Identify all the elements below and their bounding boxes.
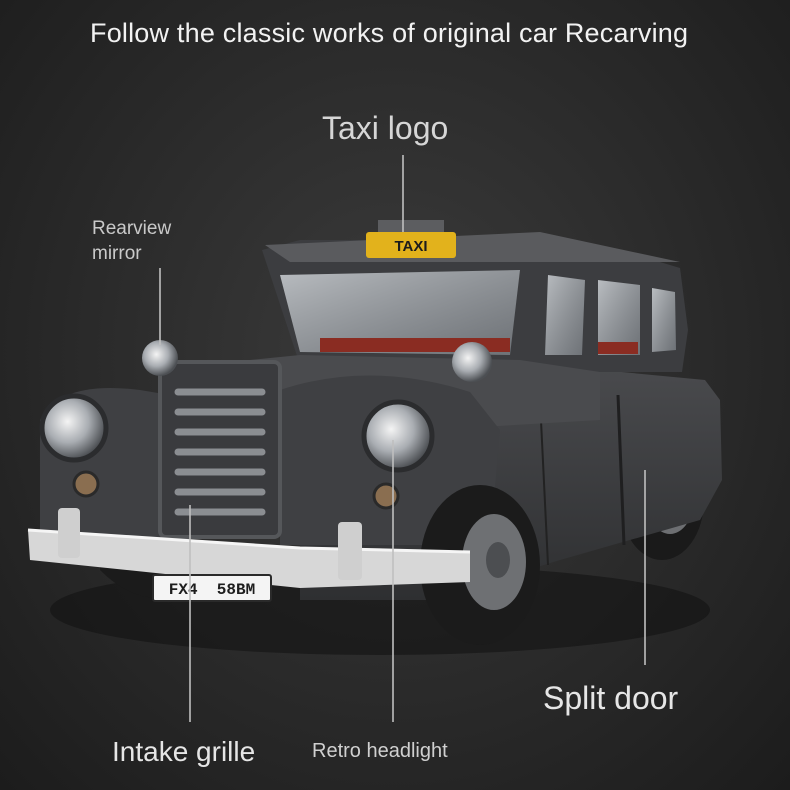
headlight-right <box>361 399 435 473</box>
split-door-seam <box>616 394 626 546</box>
rearview-mirror-right <box>452 342 492 382</box>
taxi-logo-label: Taxi logo <box>322 110 449 146</box>
bumper-highlight <box>27 528 471 554</box>
bumper-guard-right <box>338 522 362 580</box>
bumper-guard-left <box>58 508 80 558</box>
side-window-front <box>545 275 585 355</box>
headlight-left <box>39 393 109 463</box>
roof <box>265 232 680 262</box>
retro-headlight-label: Retro headlight <box>312 740 448 762</box>
interior-seat-rear <box>598 342 638 354</box>
indicator-lamp-left <box>72 470 100 498</box>
door-seam <box>539 399 549 566</box>
indicator-lamp-right <box>372 482 400 510</box>
rearview-mirror-label-line2: mirror <box>92 243 142 264</box>
rearview-mirror-label: Rearview mirror <box>92 216 202 266</box>
intake-grille <box>158 360 282 539</box>
taxi-roof-sign: TAXI <box>366 220 456 258</box>
windshield <box>280 270 520 355</box>
headline: Follow the classic works of original car… <box>90 18 689 48</box>
intake-grille-label: Intake grille <box>112 736 256 767</box>
split-door-label: Split door <box>543 680 679 716</box>
rearview-mirror-left <box>142 340 178 376</box>
side-window-rear <box>598 280 640 355</box>
side-window-back <box>652 288 676 352</box>
callout-lines <box>159 155 646 722</box>
license-plate: FX4 58BM <box>152 574 272 602</box>
taxi-sign-text: TAXI <box>394 238 427 255</box>
rearview-mirror-label-line1: Rearview <box>92 218 172 239</box>
front-wheel-right <box>420 485 540 645</box>
license-plate-text: FX4 58BM <box>169 581 255 599</box>
